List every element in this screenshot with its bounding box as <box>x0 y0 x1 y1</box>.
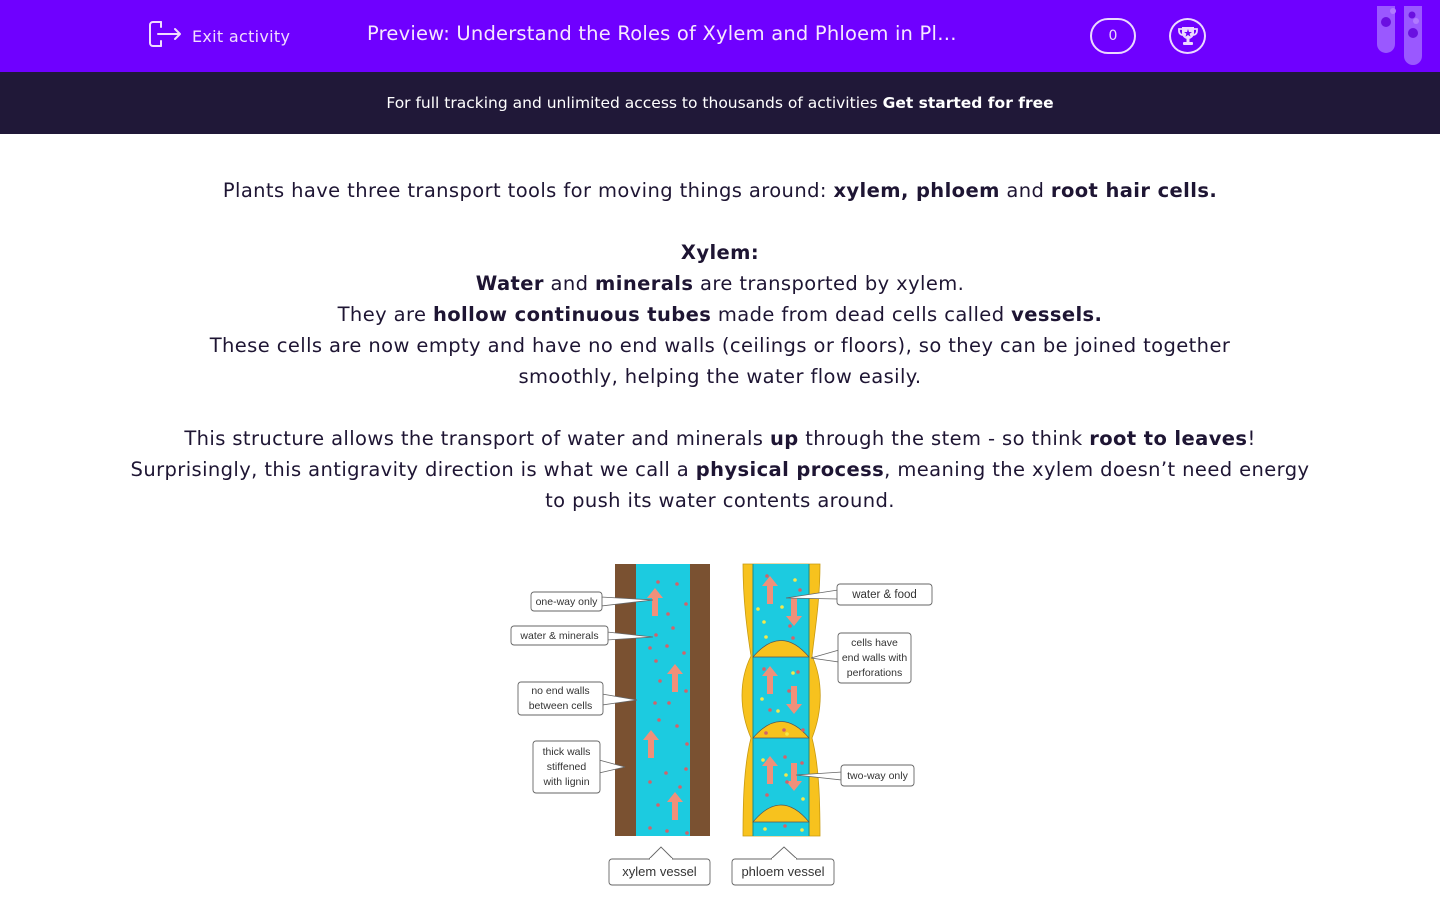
lesson-content: Plants have three transport tools for mo… <box>130 175 1310 516</box>
text-segment: through the stem - so think <box>798 427 1090 450</box>
exit-activity-label: Exit activity <box>192 26 291 46</box>
text-segment: ! <box>1247 427 1256 450</box>
text-segment: Plants have three transport tools for mo… <box>222 179 834 202</box>
text-segment: and <box>543 272 596 295</box>
intro-paragraph: Plants have three transport tools for mo… <box>130 175 1310 206</box>
svg-text:stiffened: stiffened <box>547 761 587 773</box>
xylem-line-3: These cells are now empty and have no en… <box>209 334 1231 388</box>
top-bar: Exit activity Preview: Understand the Ro… <box>0 0 1440 72</box>
xylem-heading: Xylem: <box>130 237 1310 268</box>
trophy-button[interactable] <box>1169 18 1206 54</box>
text-segment: are transported by xylem. <box>693 272 965 295</box>
text-segment: , meaning the xylem doesn’t need energy … <box>545 458 1310 512</box>
trophy-icon <box>1177 27 1198 45</box>
svg-text:with lignin: with lignin <box>542 776 589 788</box>
activity-title: Preview: Understand the Roles of Xylem a… <box>367 22 957 45</box>
svg-text:water & minerals: water & minerals <box>519 630 598 642</box>
bold-term: xylem, phloem <box>833 179 1000 202</box>
exit-icon <box>149 20 182 52</box>
structure-paragraph: This structure allows the transport of w… <box>130 423 1310 516</box>
svg-text:two-way only: two-way only <box>847 770 908 782</box>
phloem-vessel-illustration <box>741 563 821 837</box>
xylem-callouts: one-way only water & minerals no end wal… <box>510 591 711 886</box>
text-segment: This structure allows the transport of w… <box>184 427 770 450</box>
svg-text:one-way only: one-way only <box>536 596 599 608</box>
xylem-line-1: Water and minerals are transported by xy… <box>130 268 1310 299</box>
xylem-line-2: They are hollow continuous tubes made fr… <box>130 299 1310 330</box>
phloem-callouts: water & food cells have end walls with p… <box>731 583 933 886</box>
svg-text:cells have: cells have <box>851 637 898 649</box>
svg-text:end walls with: end walls with <box>842 652 908 664</box>
bold-term: Water <box>475 272 544 295</box>
bold-term: hollow continuous tubes <box>432 303 712 326</box>
text-segment: and <box>999 179 1051 202</box>
test-tubes-logo-icon <box>1377 6 1422 65</box>
svg-text:phloem vessel: phloem vessel <box>741 864 824 879</box>
bold-term: root to leaves <box>1089 427 1248 450</box>
bold-term: minerals <box>595 272 694 295</box>
bold-term: root hair cells. <box>1050 179 1218 202</box>
svg-text:no end walls: no end walls <box>531 685 589 697</box>
promo-banner: For full tracking and unlimited access t… <box>0 72 1440 134</box>
svg-text:thick walls: thick walls <box>543 746 591 758</box>
exit-activity-button[interactable]: Exit activity <box>149 20 291 52</box>
svg-text:perforations: perforations <box>847 667 902 679</box>
svg-text:water & food: water & food <box>851 589 917 601</box>
get-started-link[interactable]: Get started for free <box>882 94 1054 112</box>
heading-text: Xylem: <box>680 241 760 264</box>
bold-term: up <box>769 427 799 450</box>
text-segment: They are <box>337 303 433 326</box>
text-segment: made from dead cells called <box>711 303 1012 326</box>
promo-text: For full tracking and unlimited access t… <box>386 94 878 112</box>
svg-text:xylem vessel: xylem vessel <box>622 864 697 879</box>
score-badge: 0 <box>1090 18 1136 54</box>
svg-text:between cells: between cells <box>529 700 593 712</box>
bold-term: physical process <box>695 458 885 481</box>
text-segment: Surprisingly, this antigravity direction… <box>130 458 696 481</box>
bold-term: vessels. <box>1011 303 1103 326</box>
xylem-phloem-diagram: one-way only water & minerals no end wal… <box>505 560 940 890</box>
